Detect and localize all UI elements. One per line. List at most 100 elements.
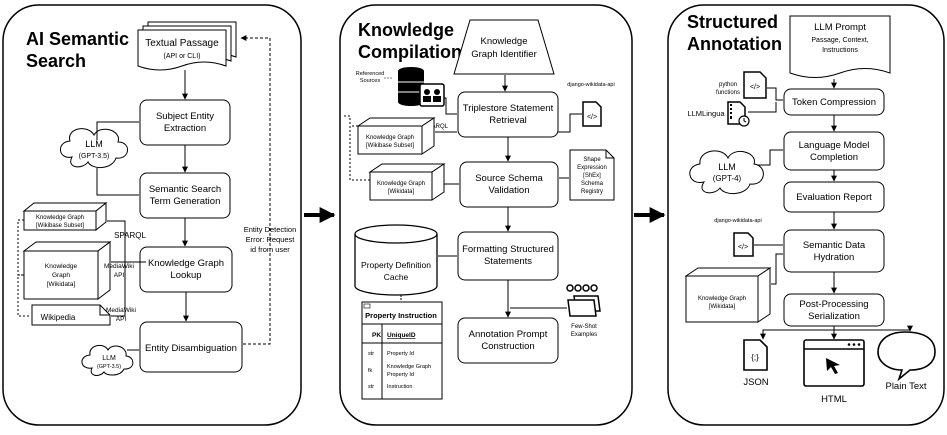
svg-text:Knowledge Graph: Knowledge Graph (377, 181, 425, 187)
svg-text:Entity Disambiguation: Entity Disambiguation (145, 343, 237, 354)
svg-text:MediaWiki: MediaWiki (106, 307, 136, 314)
svg-text:Language Model: Language Model (799, 140, 870, 151)
code-file-icon-2: </> (733, 232, 754, 257)
svg-text:[Wikidata]: [Wikidata] (388, 189, 415, 195)
json-file-icon: {;} JSON (743, 339, 769, 388)
svg-text:Annotation Prompt: Annotation Prompt (469, 329, 548, 340)
kg-wikidata-cube-2: Knowledge Graph [Wikidata] (368, 163, 446, 201)
svg-text:Semantic Data: Semantic Data (803, 240, 866, 251)
svg-text:Property Id: Property Id (387, 351, 414, 357)
svg-text:django-wikidata-api: django-wikidata-api (714, 218, 761, 224)
annotation-prompt-construction-box (457, 317, 559, 364)
svg-text:LLM: LLM (102, 355, 116, 362)
svg-text:Textual Passage: Textual Passage (145, 38, 219, 49)
svg-text:Validation: Validation (488, 185, 529, 196)
textual-passage-document: Textual Passage (API or CLI) (137, 21, 237, 71)
code-file-icon: </> (582, 101, 602, 127)
svg-text:Plain Text: Plain Text (885, 381, 926, 392)
svg-text:[Wikibase Subset]: [Wikibase Subset] (366, 143, 414, 149)
llm-cloud-icon: LLM (GPT-3.5) (60, 128, 128, 168)
svg-text:Post-Processing: Post-Processing (799, 299, 868, 310)
svg-text:LLM Prompt: LLM Prompt (814, 22, 866, 33)
svg-text:{;}: {;} (751, 353, 759, 362)
svg-text:Schema: Schema (581, 181, 604, 187)
svg-text:Knowledge: Knowledge (480, 36, 527, 47)
svg-text:Cache: Cache (384, 272, 409, 282)
svg-text:Semantic Search: Semantic Search (149, 184, 221, 195)
svg-text:HTML: HTML (821, 394, 847, 405)
property-definition-cache-cylinder: Property Definition Cache (354, 224, 438, 296)
compression-file-icon (727, 101, 750, 127)
kg-wikidata-cube: Knowledge Graph [Wikidata] (22, 241, 112, 300)
svg-text:Construction: Construction (481, 341, 534, 352)
svg-text:Formatting Structured: Formatting Structured (462, 244, 554, 255)
svg-text:Passage, Context,: Passage, Context, (811, 37, 868, 44)
kg-wikidata-cube-3: Knowledge Graph [Wikidata] (684, 267, 772, 323)
html-browser-window-icon: HTML (803, 339, 865, 405)
svg-text:Graph: Graph (52, 272, 70, 279)
svg-text:Lookup: Lookup (170, 270, 201, 281)
svg-text:Knowledge Graph: Knowledge Graph (698, 296, 746, 302)
svg-text:Hydration: Hydration (814, 252, 855, 263)
kg-identifier-trapezoid (453, 19, 555, 75)
svg-text:fk: fk (368, 368, 373, 374)
svg-text:Term Generation: Term Generation (150, 196, 221, 207)
llm-cloud-icon-2: LLM (GPT-3.5) (81, 344, 134, 376)
semantic-data-hydration-box (783, 229, 885, 273)
svg-text:Subject Entity: Subject Entity (156, 111, 214, 122)
property-instruction-table: Property Instruction PK UniqueID str Pro… (361, 301, 443, 400)
svg-text:(API or CLI): (API or CLI) (164, 53, 201, 60)
svg-text:Evaluation Report: Evaluation Report (796, 192, 872, 203)
wikipedia-document: Wikipedia (31, 304, 111, 326)
svg-text:Expression: Expression (577, 165, 607, 171)
shex-registry-document: Shape Expression [ShEx] Schema Registry (569, 149, 615, 201)
svg-text:[ShEx]: [ShEx] (583, 173, 601, 179)
svg-text:Knowledge Graph: Knowledge Graph (387, 364, 431, 370)
svg-text:Retrieval: Retrieval (489, 115, 527, 126)
svg-text:Triplestore Statement: Triplestore Statement (463, 103, 554, 114)
svg-text:django-wikidata-api: django-wikidata-api (567, 82, 614, 88)
svg-text:Knowledge Graph: Knowledge Graph (148, 258, 224, 269)
svg-text:LLM: LLM (85, 139, 103, 149)
svg-text:Referenced: Referenced (356, 71, 384, 77)
python-code-file-icon: </> (743, 71, 767, 99)
svg-text:Property Instruction: Property Instruction (365, 311, 437, 320)
svg-text:Serialization: Serialization (808, 311, 860, 322)
kg-wikibase-subset-cube-2: Knowledge Graph [Wikibase Subset] (356, 117, 436, 155)
svg-text:PK: PK (372, 332, 381, 339)
svg-text:[Wikidata]: [Wikidata] (709, 304, 736, 310)
svg-text:API: API (114, 272, 125, 279)
svg-text:JSON: JSON (743, 377, 768, 388)
svg-text:Extraction: Extraction (164, 123, 206, 134)
svg-text:Graph Identifier: Graph Identifier (471, 49, 536, 60)
plain-text-speech-bubble-icon: Plain Text (877, 331, 936, 392)
svg-text:Property Definition: Property Definition (361, 260, 431, 270)
entity-disambiguation-box (139, 321, 243, 373)
svg-text:API: API (116, 316, 127, 323)
svg-text:[Wikidata]: [Wikidata] (47, 281, 76, 288)
svg-text:Source Schema: Source Schema (475, 173, 543, 184)
svg-text:Knowledge Graph: Knowledge Graph (366, 135, 414, 141)
svg-text:SPARQL: SPARQL (424, 124, 449, 130)
svg-text:Wikipedia: Wikipedia (41, 313, 76, 322)
language-model-completion-box (783, 131, 885, 171)
svg-text:Registry: Registry (581, 189, 603, 195)
svg-text:Statements: Statements (484, 256, 532, 267)
svg-text:Token Compression: Token Compression (792, 97, 876, 108)
svg-text:LLM: LLM (718, 162, 736, 172)
source-schema-validation-box (459, 161, 559, 208)
svg-text:python: python (719, 82, 737, 88)
svg-text:</>: </> (750, 84, 760, 91)
svg-text:</>: </> (738, 244, 748, 251)
svg-text:Completion: Completion (810, 152, 858, 163)
svg-text:[Wikibase Subset]: [Wikibase Subset] (36, 223, 84, 229)
svg-text:</>: </> (587, 114, 597, 121)
svg-text:Sources: Sources (360, 78, 380, 84)
svg-text:(GPT-4): (GPT-4) (713, 174, 742, 183)
